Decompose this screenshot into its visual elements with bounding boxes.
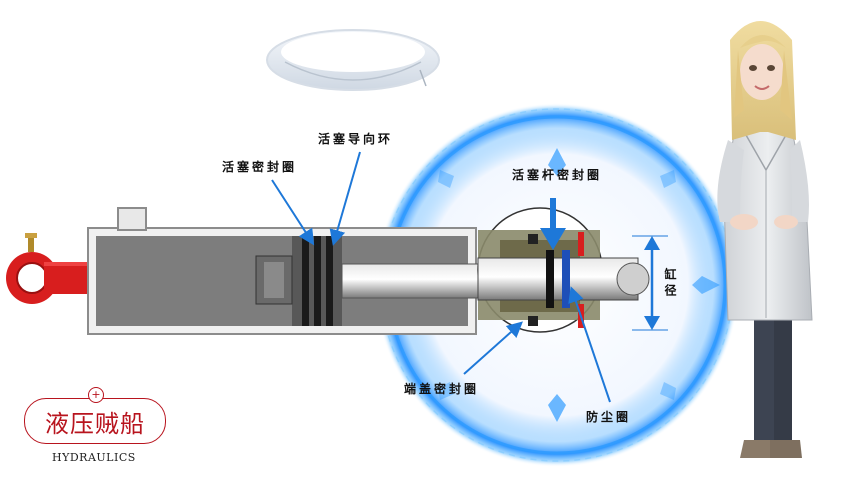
rod-seal-label: 活塞杆密封圈 bbox=[512, 168, 603, 182]
callout-arrows bbox=[271, 151, 611, 403]
piston-guide-ring-label: 活塞导向环 bbox=[318, 132, 394, 146]
bore-dimension bbox=[632, 235, 668, 331]
logo-plus-icon: + bbox=[88, 387, 104, 403]
guide-ring-illustration bbox=[266, 29, 440, 91]
piston-seal-label: 活塞密封圈 bbox=[222, 160, 298, 174]
presenter-avatar bbox=[717, 21, 813, 458]
dust-seal-label: 防尘圈 bbox=[586, 410, 632, 424]
logo-english-text: HYDRAULICS bbox=[52, 451, 136, 464]
zoomed-seal-detail bbox=[477, 207, 650, 333]
brand-logo: 液压贼船 bbox=[24, 398, 166, 444]
end-cap-seal-label: 端盖密封圈 bbox=[404, 382, 480, 396]
logo-chinese-text: 液压贼船 bbox=[45, 409, 145, 438]
hydraulic-cylinder bbox=[6, 207, 493, 335]
bore-label: 缸径 bbox=[663, 268, 677, 300]
